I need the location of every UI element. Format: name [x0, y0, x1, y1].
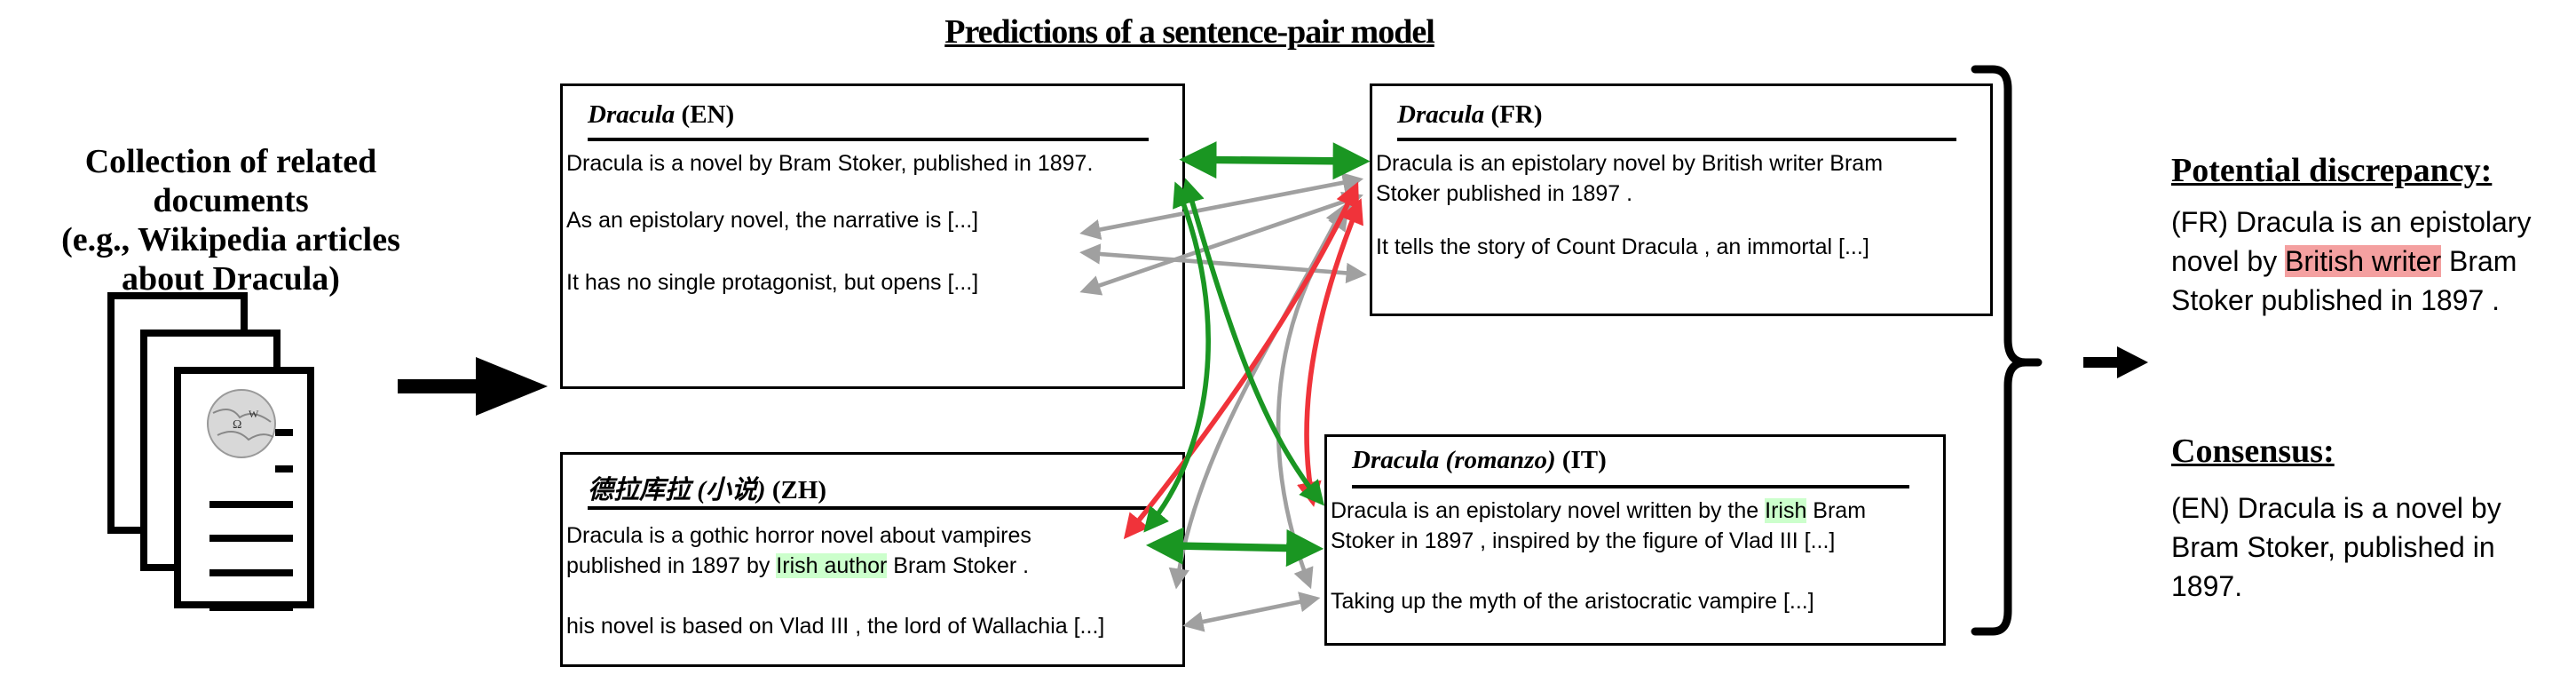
sentence: It tells the story of Count Dracula , an…: [1376, 234, 1869, 259]
text: Bram: [1806, 498, 1867, 523]
svg-text:Ω: Ω: [233, 418, 241, 432]
sentence: Dracula is a gothic horror novel about v…: [566, 523, 1031, 548]
text-line: (EN) Dracula is a novel by: [2171, 492, 2501, 524]
sentence: Taking up the myth of the aristocratic v…: [1331, 589, 1814, 614]
header-divider: [1397, 138, 1956, 141]
discrepancy-highlight: British writer: [2285, 245, 2442, 277]
document-title: 德拉库拉 (小说): [588, 476, 766, 504]
diagram-title: Predictions of a sentence-pair model: [944, 13, 1435, 51]
collection-label-line: Collection of related documents: [84, 143, 377, 219]
sentence: Stoker published in 1897 .: [1376, 181, 1633, 206]
agreement-arrow: [1180, 178, 1325, 506]
document-it: Dracula (romanzo) (IT) Dracula is an epi…: [1324, 434, 1946, 646]
document-title: Dracula: [588, 100, 676, 129]
header-divider: [588, 138, 1149, 141]
wikipedia-globe-icon: Ω W: [207, 389, 276, 458]
sentence: As an epistolary novel, the narrative is…: [566, 208, 979, 233]
sentence: his novel is based on Vlad III , the lor…: [566, 614, 1105, 639]
agreement-arrow: [1145, 527, 1324, 568]
text-line: Stoker published in 1897 .: [2171, 284, 2501, 316]
arrow-right-icon: [2083, 346, 2148, 378]
agreement-arrow: [1179, 140, 1371, 180]
text: novel by: [2171, 245, 2286, 277]
sentence: Stoker in 1897 , inspired by the figure …: [1331, 528, 1836, 553]
curly-brace-icon: [1971, 65, 2043, 636]
consensus-heading: Consensus:: [2171, 433, 2335, 470]
header-divider: [588, 506, 1149, 510]
disagreement-arrow: [1297, 198, 1363, 507]
discrepancy-heading: Potential discrepancy:: [2171, 152, 2493, 189]
neutral-arrow: [1079, 172, 1364, 241]
consensus-panel: Consensus: (EN) Dracula is a novel by Br…: [2171, 432, 2571, 606]
sentence: Dracula is an epistolary novel written b…: [1331, 496, 1866, 526]
document-title: Dracula: [1397, 100, 1485, 129]
collection-label: Collection of related documents (e.g., W…: [9, 142, 453, 298]
sentence: Dracula is an epistolary novel by Britis…: [1376, 151, 1884, 176]
neutral-arrow: [1079, 191, 1363, 296]
text-line: novel by British writer Bram: [2171, 242, 2571, 281]
document-en-header: Dracula (EN): [588, 100, 734, 130]
neutral-arrow: [1182, 592, 1321, 632]
discrepancy-panel: Potential discrepancy: (FR) Dracula is a…: [2171, 151, 2571, 320]
document-it-header: Dracula (romanzo) (IT): [1352, 446, 1607, 475]
svg-text:W: W: [249, 408, 259, 420]
agreement-highlight: Irish author: [776, 553, 888, 578]
text-line: (FR) Dracula is an epistolary: [2171, 206, 2532, 238]
arrow-right-icon: [398, 357, 548, 416]
collection-label-line: (e.g., Wikipedia articles: [61, 221, 400, 258]
document-title: Dracula (romanzo): [1352, 446, 1556, 474]
agreement-arrow: [1143, 181, 1211, 533]
text: Bram Stoker .: [887, 553, 1030, 578]
document-zh-header: 德拉库拉 (小说) (ZH): [588, 469, 826, 506]
text: Bram: [2441, 245, 2517, 277]
header-divider: [1352, 485, 1909, 488]
language-tag: (ZH): [771, 476, 827, 504]
language-tag: (IT): [1561, 446, 1607, 474]
document-zh: 德拉库拉 (小说) (ZH) Dracula is a gothic horro…: [560, 452, 1185, 667]
discrepancy-text: (FR) Dracula is an epistolary novel by B…: [2171, 202, 2571, 320]
document-fr-header: Dracula (FR): [1397, 100, 1543, 130]
text: Dracula is an epistolary novel written b…: [1331, 498, 1766, 523]
text-line: Bram Stoker, published in: [2171, 531, 2495, 563]
collection-label-line: about Dracula): [122, 260, 340, 298]
text: published in 1897 by: [566, 553, 777, 578]
sentence: Dracula is a novel by Bram Stoker, publi…: [566, 151, 1094, 176]
consensus-text: (EN) Dracula is a novel by Bram Stoker, …: [2171, 488, 2571, 606]
language-tag: (EN): [681, 100, 735, 129]
language-tag: (FR): [1490, 100, 1543, 129]
sentence: It has no single protagonist, but opens …: [566, 270, 979, 295]
document-fr: Dracula (FR) Dracula is an epistolary no…: [1370, 83, 1993, 316]
sentence: published in 1897 by Irish author Bram S…: [566, 551, 1029, 581]
agreement-highlight: Irish: [1765, 498, 1807, 523]
text-line: 1897.: [2171, 570, 2243, 602]
